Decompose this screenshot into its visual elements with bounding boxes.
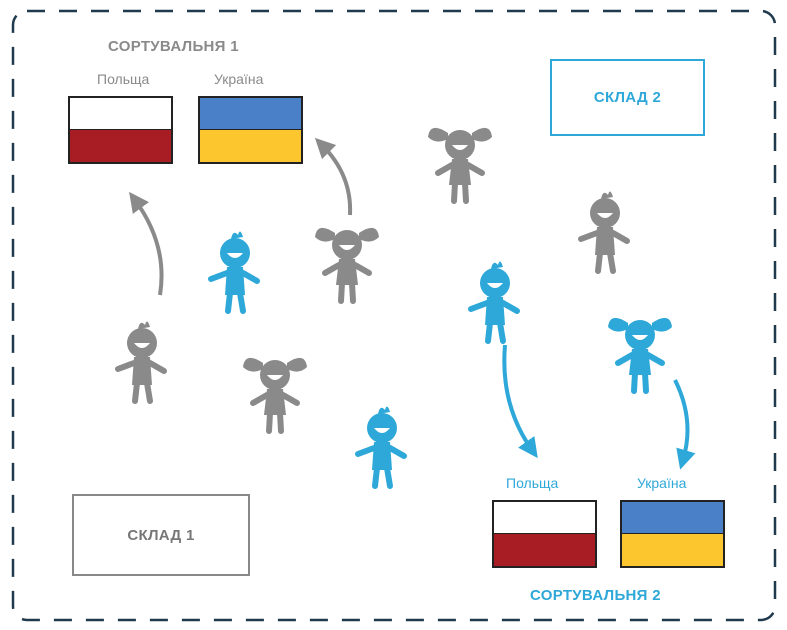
warehouse-2-label: СКЛАД 2: [593, 89, 662, 106]
sorting-2-ukraine-flag: [620, 500, 725, 568]
arrow-to-ukraine-flag: [314, 137, 353, 216]
arrow-to-ukraine-flag-2: [673, 379, 696, 470]
blue-girl-figure: [608, 318, 672, 391]
arrow-to-poland-flag-2: [502, 344, 538, 459]
flag-top-stripe: [622, 502, 723, 534]
sorting-2-title: СОРТУВАЛЬНЯ 2: [530, 587, 661, 604]
gray-boy-figure: [581, 191, 627, 271]
sorting-1-poland-flag: [68, 96, 173, 164]
sorting-1-title: СОРТУВАЛЬНЯ 1: [108, 38, 239, 55]
gray-girl-figure: [243, 358, 307, 431]
flag-bottom-stripe: [70, 130, 171, 162]
flag-bottom-stripe: [200, 130, 301, 162]
gray-boy-figure: [118, 321, 164, 401]
flag-top-stripe: [200, 98, 301, 130]
gray-girl-figure: [428, 128, 492, 201]
arrow-to-poland-flag: [129, 191, 164, 296]
sorting-2-poland-flag: [492, 500, 597, 568]
blue-boy-figure: [211, 231, 257, 311]
flag-bottom-stripe: [494, 534, 595, 566]
sorting-1-flag-ukraine-label: Україна: [214, 71, 264, 87]
warehouse-1-label: СКЛАД 1: [127, 526, 195, 544]
flag-top-stripe: [70, 98, 171, 130]
flag-top-stripe: [494, 502, 595, 534]
dashed-border: [11, 9, 777, 622]
blue-boy-figure: [471, 261, 517, 341]
sorting-1-flag-poland-label: Польща: [97, 71, 150, 87]
gray-girl-figure: [315, 228, 379, 301]
sorting-2-flag-poland-label: Польща: [506, 475, 559, 491]
sorting-2-flag-ukraine-label: Україна: [637, 475, 687, 491]
warehouse-2-box: СКЛАД 2: [550, 59, 705, 136]
sorting-1-ukraine-flag: [198, 96, 303, 164]
warehouse-1-box: СКЛАД 1: [72, 494, 250, 576]
blue-boy-figure: [358, 406, 404, 486]
flag-bottom-stripe: [622, 534, 723, 566]
